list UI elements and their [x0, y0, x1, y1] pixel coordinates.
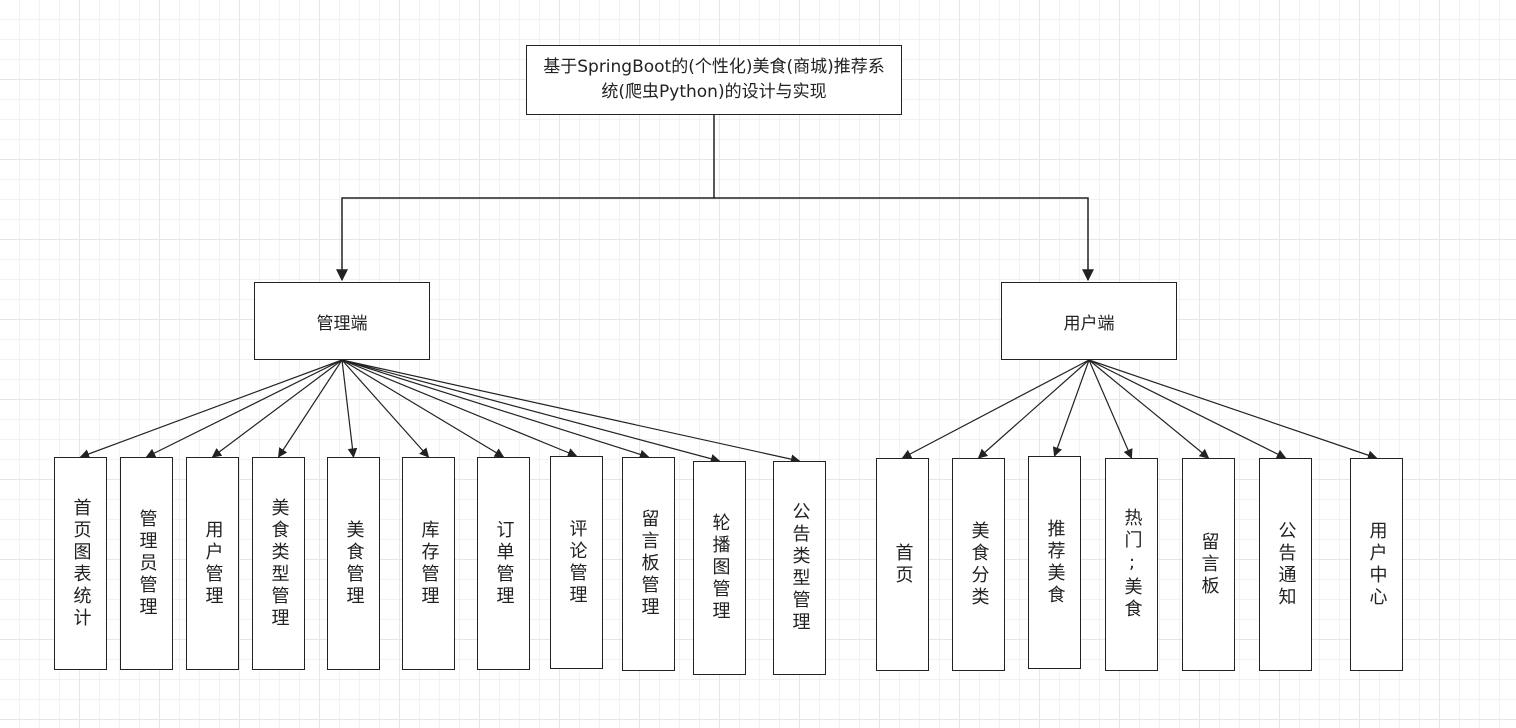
admin-leaf: 订单管理 [477, 457, 530, 670]
branch-to-leaf-edge [1088, 359, 1378, 460]
branch-to-leaf-edge [341, 359, 578, 458]
branch-to-leaf-edge [341, 359, 430, 458]
root-title-box: 基于SpringBoot的(个性化)美食(商城)推荐系统(爬虫Python)的设… [526, 45, 902, 115]
admin-leaf: 公告类型管理 [773, 461, 826, 675]
admin-leaf: 美食管理 [327, 457, 380, 670]
root-title: 基于SpringBoot的(个性化)美食(商城)推荐系统(爬虫Python)的设… [543, 57, 885, 102]
branch-to-leaf-edge [341, 359, 721, 464]
branch-to-leaf-edge [901, 359, 1090, 459]
user-leaf: 推荐美食 [1028, 456, 1081, 669]
branch-to-leaf-edge [79, 359, 343, 459]
root-to-admin-edge [336, 115, 715, 282]
user-leaf: 美食分类 [952, 458, 1005, 671]
admin-label: 管理端 [316, 313, 368, 334]
admin-node: 管理端 [254, 282, 430, 360]
admin-leaf: 留言板管理 [622, 457, 675, 671]
admin-leaf: 首页图表统计 [54, 457, 107, 670]
branch-to-leaf-edge [341, 359, 801, 464]
user-label: 用户端 [1063, 313, 1115, 334]
user-leaf: 热门;美食 [1105, 458, 1158, 671]
branch-to-leaf-edge [341, 359, 358, 458]
branch-to-leaf-edge [1052, 359, 1090, 457]
admin-leaf: 用户管理 [186, 457, 239, 670]
user-leaf: 首页 [876, 458, 929, 671]
branch-to-leaf-edge [277, 359, 343, 458]
branch-to-leaf-edge [977, 359, 1090, 459]
branch-to-leaf-edge [145, 359, 343, 458]
admin-leaf: 美食类型管理 [252, 457, 305, 670]
user-leaf: 留言板 [1182, 458, 1235, 671]
branch-to-leaf-edge [341, 359, 650, 459]
branch-to-leaf-edge [1088, 359, 1133, 459]
user-leaf: 公告通知 [1259, 458, 1312, 671]
branch-to-leaf-edge [1088, 359, 1210, 459]
branch-to-leaf-edge [211, 359, 343, 458]
user-leaf: 用户中心 [1350, 458, 1403, 671]
root-to-user-edge [714, 197, 1094, 282]
admin-leaf: 评论管理 [550, 456, 603, 669]
branch-to-leaf-edge [341, 359, 505, 458]
admin-leaf: 管理员管理 [120, 457, 173, 670]
admin-leaf: 库存管理 [402, 457, 455, 670]
admin-leaf: 轮播图管理 [693, 461, 746, 675]
user-node: 用户端 [1001, 282, 1177, 360]
branch-to-leaf-edge [1088, 359, 1287, 459]
